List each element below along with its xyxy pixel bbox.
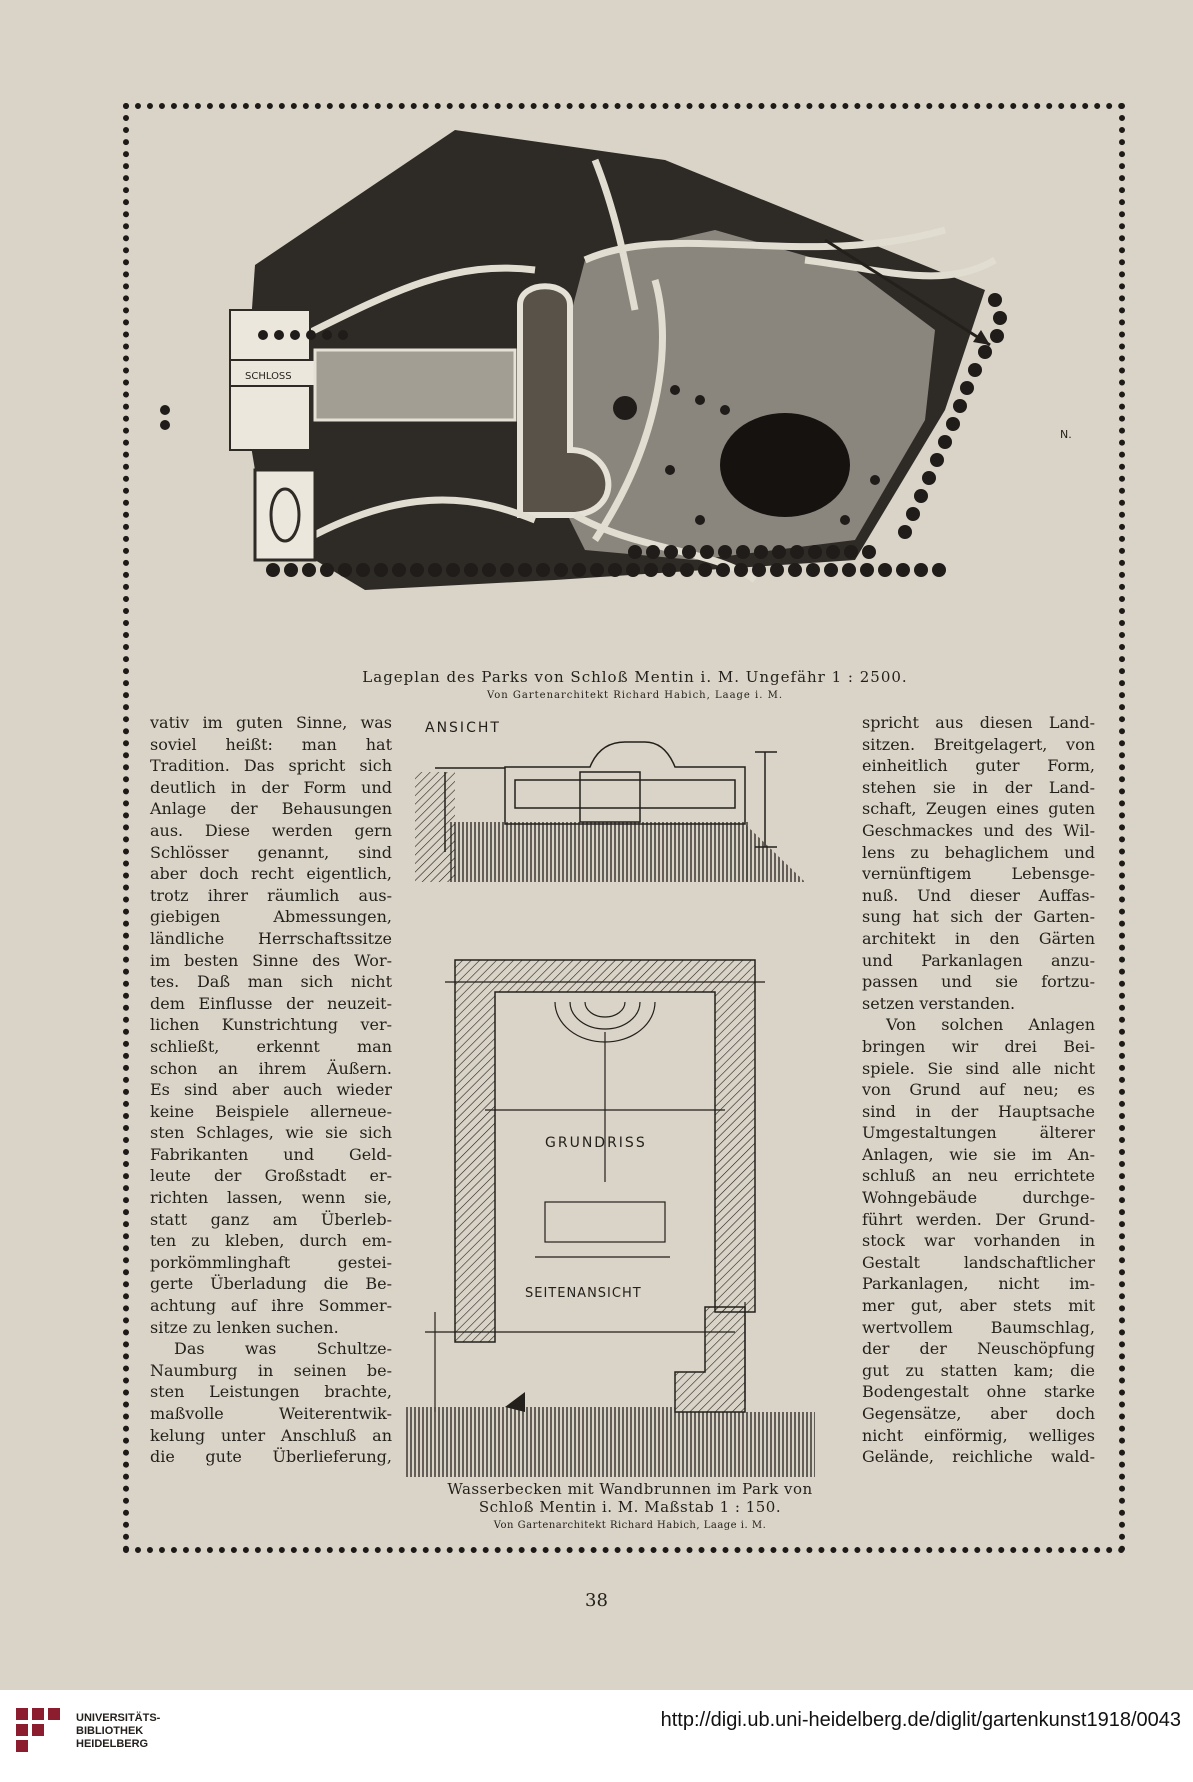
text-line: Das was Schultze- <box>174 1339 392 1359</box>
text-line: schon an ihrem Äußern. <box>150 1058 392 1078</box>
drawing-caption-line1: Wasserbecken mit Wandbrunnen im Park von <box>447 1480 813 1498</box>
text-line: achtung auf ihre Sommer- <box>150 1296 392 1316</box>
text-line: lens zu behaglichem und <box>862 842 1095 862</box>
text-line: einheitlich guter Form, <box>862 756 1095 776</box>
text-line: Anlagen, wie sie im An- <box>862 1144 1095 1164</box>
drawing-caption-line2: Schloß Mentin i. M. Maßstab 1 : 150. <box>478 1498 782 1516</box>
library-name-line3: HEIDELBERG <box>76 1738 149 1750</box>
text-line: Gestalt landschaftlicher <box>862 1252 1095 1272</box>
text-line: architekt in den Gärten <box>862 928 1095 948</box>
text-line: im besten Sinne des Wor- <box>150 950 392 970</box>
text-line: bringen wir drei Bei- <box>862 1036 1095 1056</box>
text-line: von Grund auf neu; es <box>862 1080 1095 1100</box>
text-line: tes. Daß man sich nicht <box>150 972 392 992</box>
grundriss-label: GRUNDRISS <box>545 1135 647 1151</box>
drawing-caption-credit: Von Gartenarchitekt Richard Habich, Laag… <box>493 1520 767 1531</box>
text-line: Umgestaltungen älterer <box>862 1123 1095 1143</box>
library-name-line2: BIBLIOTHEK <box>76 1725 144 1737</box>
north-label: N. <box>1060 428 1072 441</box>
text-line: spricht aus diesen Land- <box>862 713 1095 732</box>
text-line: gut zu statten kam; die <box>862 1360 1095 1380</box>
text-line: schluß an neu errichtete <box>862 1166 1095 1186</box>
text-line: sitzen. Breitgelagert, von <box>862 734 1095 754</box>
text-line: gerte Überladung die Be- <box>150 1274 392 1294</box>
text-line: die gute Überlieferung, <box>150 1447 392 1467</box>
text-line: und Parkanlagen anzu- <box>862 950 1095 970</box>
fountain-drawing: ANSICHT GRUNDRISS SEITENANSICHT <box>405 720 815 1477</box>
text-line: Anlage der Behausungen <box>150 799 392 819</box>
text-line: keine Beispiele allerneue- <box>150 1101 392 1121</box>
text-line: leute der Großstadt er- <box>150 1166 392 1186</box>
text-line: Tradition. Das spricht sich <box>150 756 392 776</box>
text-line: sten Leistungen brachte, <box>150 1382 392 1402</box>
plan-caption-credit: Von Gartenarchitekt Richard Habich, Laag… <box>486 690 784 701</box>
text-line: Es sind aber auch wieder <box>150 1080 392 1100</box>
text-line: Gelände, reichliche wald- <box>862 1447 1095 1467</box>
text-line: passen und sie fortzu- <box>862 972 1095 992</box>
text-line: wertvollem Baumschlag, <box>862 1317 1095 1337</box>
text-line: maßvolle Weiterentwik- <box>150 1404 392 1423</box>
text-line: aber doch recht eigentlich, <box>150 864 392 884</box>
text-line: Fabrikanten und Geld- <box>150 1144 392 1164</box>
text-line: aus. Diese werden gern <box>150 820 392 840</box>
text-line: kelung unter Anschluß an <box>150 1425 392 1445</box>
text-line: führt werden. Der Grund- <box>862 1209 1095 1229</box>
text-line: Wohngebäude durchge- <box>862 1188 1095 1208</box>
text-line: trotz ihrer räumlich aus- <box>150 885 392 905</box>
text-line: setzen verstanden. <box>862 993 1016 1013</box>
text-line: Parkanlagen, nicht im- <box>862 1274 1095 1294</box>
text-line: statt ganz am Überleb- <box>150 1209 392 1229</box>
text-line: stehen sie in der Land- <box>862 777 1095 797</box>
text-line: Schlösser genannt, sind <box>150 842 392 862</box>
text-line: ten zu kleben, durch em- <box>150 1231 392 1251</box>
text-line: der der Neuschöpfung <box>862 1339 1095 1359</box>
library-name-line1: UNIVERSITÄTS- <box>76 1712 161 1724</box>
footer-bar <box>0 1690 1193 1782</box>
text-line: Von solchen Anlagen <box>886 1015 1095 1035</box>
text-line: lichen Kunstrichtung ver- <box>150 1015 392 1035</box>
plan-caption: Lageplan des Parks von Schloß Mentin i. … <box>362 668 908 686</box>
text-line: spiele. Sie sind alle nicht <box>862 1058 1095 1078</box>
text-line: sung hat sich der Garten- <box>862 907 1095 927</box>
text-line: Geschmackes und des Wil- <box>862 820 1095 840</box>
source-url[interactable]: http://digi.ub.uni-heidelberg.de/diglit/… <box>660 1709 1181 1731</box>
text-line: giebigen Abmessungen, <box>150 907 392 927</box>
text-line: sind in der Hauptsache <box>862 1101 1095 1121</box>
drawing-caption: Wasserbecken mit Wandbrunnen im Park von… <box>405 1480 855 1516</box>
text-line: schließt, erkennt man <box>150 1036 392 1056</box>
library-logo-icon <box>16 1708 60 1752</box>
text-line: Bodengestalt ohne starke <box>862 1382 1095 1402</box>
text-line: nuß. Und dieser Auffas- <box>862 885 1095 905</box>
text-line: soviel heißt: man hat <box>150 734 392 754</box>
text-line: vernünftigem Lebensge- <box>862 864 1095 884</box>
text-line: stock war vorhanden in <box>862 1231 1095 1251</box>
text-line: mer gut, aber stets mit <box>862 1296 1095 1316</box>
text-line: Naumburg in seinen be- <box>150 1360 392 1380</box>
ansicht-label: ANSICHT <box>425 720 501 736</box>
page-number: 38 <box>585 1590 608 1611</box>
left-text-column: vativ im guten Sinne, was soviel heißt: … <box>150 712 392 1468</box>
text-line: Gegensätze, aber doch <box>862 1404 1095 1423</box>
text-line: porkömmlinghaft gestei- <box>150 1252 392 1272</box>
park-site-plan: SCHLOSS N. <box>160 130 1072 590</box>
text-line: schaft, Zeugen eines guten <box>862 799 1095 819</box>
right-text-column: spricht aus diesen Land- sitzen. Breitge… <box>862 712 1095 1468</box>
text-line: sitze zu lenken suchen. <box>150 1317 339 1337</box>
seitenansicht-label: SEITENANSICHT <box>525 1286 642 1301</box>
library-name: UNIVERSITÄTS- BIBLIOTHEK HEIDELBERG <box>76 1712 160 1751</box>
text-line: vativ im guten Sinne, was <box>150 713 392 732</box>
page-border <box>123 103 1125 1553</box>
text-line: nicht einförmig, welliges <box>862 1425 1095 1445</box>
text-line: ländliche Herrschaftssitze <box>150 928 392 948</box>
text-line: richten lassen, wenn sie, <box>150 1188 392 1208</box>
text-line: deutlich in der Form und <box>150 777 392 797</box>
text-line: sten Schlages, wie sie sich <box>150 1123 392 1143</box>
castle-label: SCHLOSS <box>245 371 292 382</box>
text-line: dem Einflusse der neuzeit- <box>150 993 392 1013</box>
